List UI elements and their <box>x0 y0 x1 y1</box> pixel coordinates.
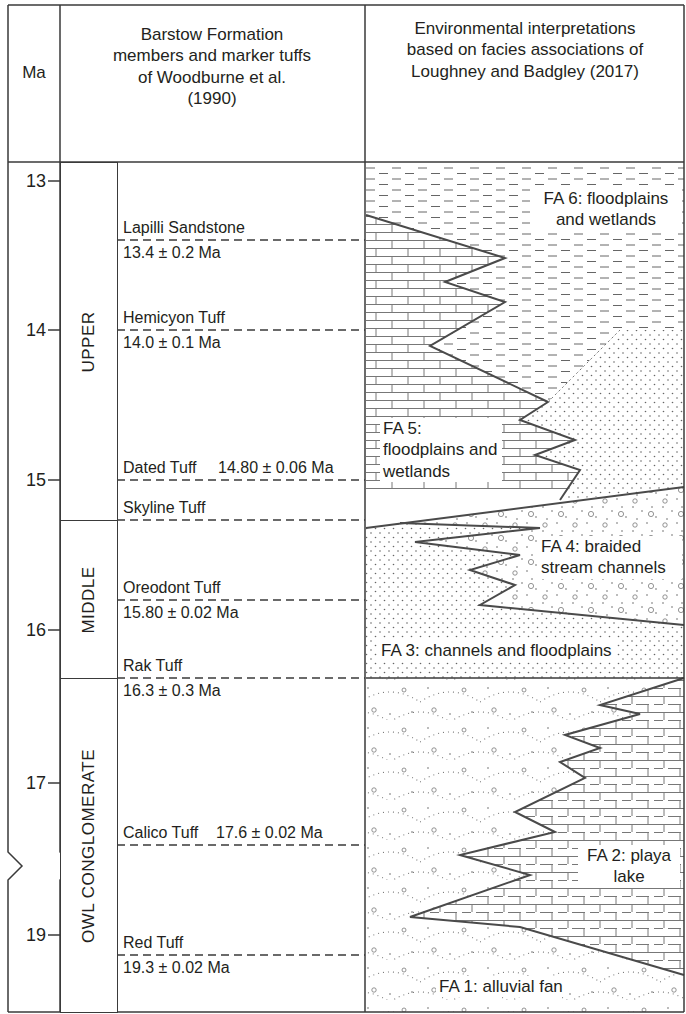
tuff-name: Hemicyon Tuff <box>123 308 225 328</box>
member-name: OWL CONGLOMERATE <box>79 748 99 942</box>
facies-label: FA 5: floodplains and wetlands <box>380 418 502 482</box>
tuff-age: 13.4 ± 0.2 Ma <box>123 243 221 263</box>
tuff-age: 15.80 ± 0.02 Ma <box>123 603 239 623</box>
tuff-age: 14.80 ± 0.06 Ma <box>218 458 334 478</box>
tick-label: 17 <box>8 772 46 795</box>
tick-label: 15 <box>8 469 46 492</box>
column-header: Environmental interpretations based on f… <box>400 18 650 82</box>
facies-label: FA 6: floodplains and wetlands <box>530 188 682 231</box>
tick-label: 19 <box>8 924 46 947</box>
member-box: UPPER <box>60 162 118 521</box>
facies-label: FA 3: channels and floodplains <box>378 640 615 661</box>
tuff-age: 16.3 ± 0.3 Ma <box>123 681 221 701</box>
facies-label: FA 2: playa lake <box>578 845 680 888</box>
tuff-name: Skyline Tuff <box>123 498 205 518</box>
tuff-name: Lapilli Sandstone <box>123 218 245 238</box>
member-name: MIDDLE <box>79 566 99 633</box>
facies-label: FA 4: braided stream channels <box>538 536 682 579</box>
tuff-name: Dated Tuff <box>123 458 197 478</box>
member-name: UPPER <box>79 311 99 372</box>
tick-label: 13 <box>8 170 46 193</box>
member-box: MIDDLE <box>60 520 118 679</box>
tick-label: 14 <box>8 319 46 342</box>
axis-title: Ma <box>8 62 60 83</box>
member-box: OWL CONGLOMERATE <box>60 678 118 1013</box>
tick-label: 16 <box>8 619 46 642</box>
tuff-age: 19.3 ± 0.02 Ma <box>123 958 230 978</box>
tuff-age: 17.6 ± 0.02 Ma <box>216 823 323 843</box>
tuff-name: Oreodont Tuff <box>123 578 221 598</box>
tuff-age: 14.0 ± 0.1 Ma <box>123 333 221 353</box>
tuff-name: Rak Tuff <box>123 656 182 676</box>
column-header: Barstow Formation members and marker tuf… <box>112 24 312 109</box>
tuff-name: Calico Tuff <box>123 823 198 843</box>
facies-label: FA 1: alluvial fan <box>436 976 566 997</box>
tuff-name: Red Tuff <box>123 933 183 953</box>
